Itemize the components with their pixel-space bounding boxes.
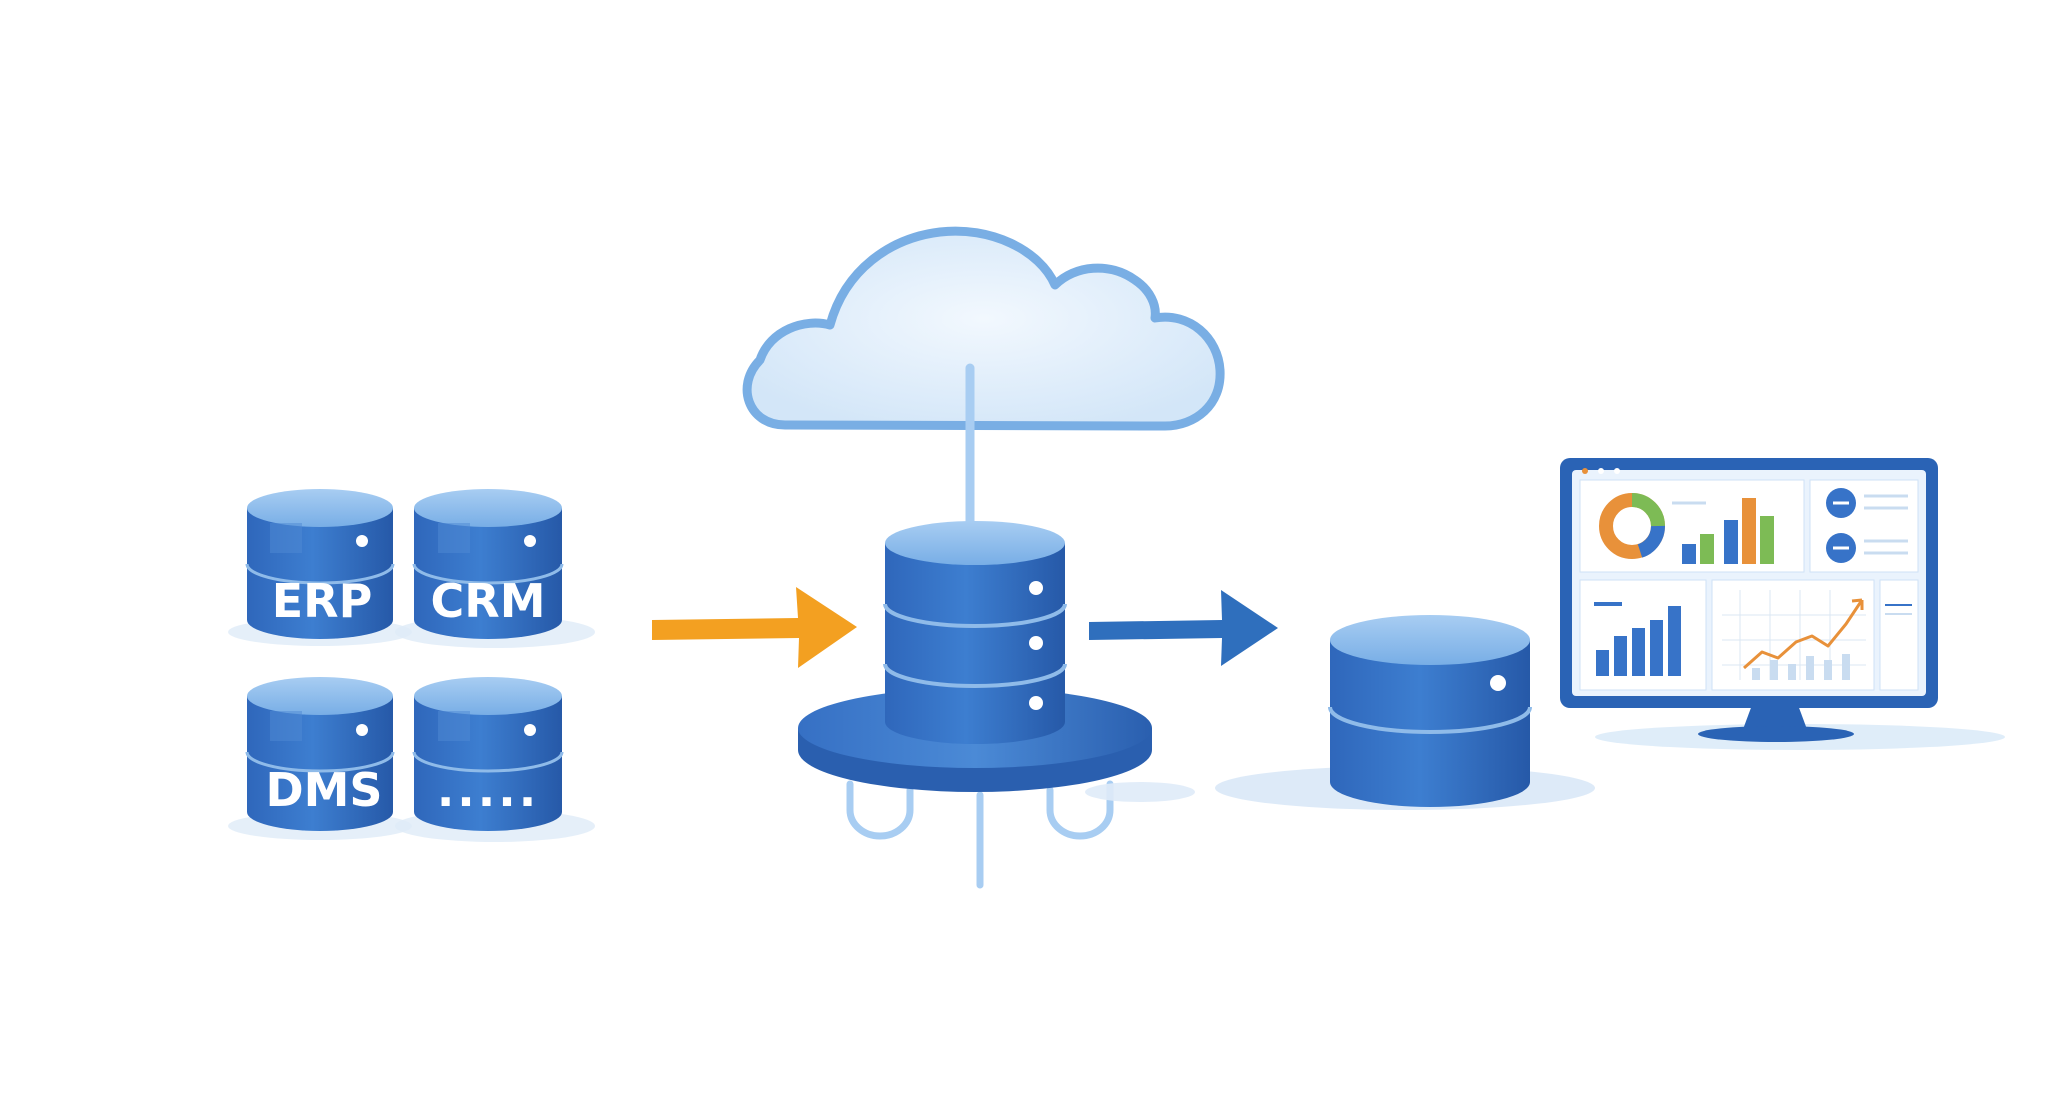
more-sources-label: ..... [437, 763, 539, 817]
erp-database-icon [245, 489, 395, 639]
dashboard-monitor-icon [1560, 458, 2005, 750]
crm-label: CRM [431, 574, 546, 628]
cloud-icon [742, 226, 1225, 533]
erp-label: ERP [272, 574, 373, 628]
dms-label: DMS [265, 763, 382, 817]
more-sources-database-icon [412, 677, 564, 831]
target-database-icon [1215, 615, 1595, 810]
dms-database-icon [245, 677, 395, 831]
output-arrow-icon [1089, 590, 1278, 666]
data-warehouse-server-stack-icon [798, 521, 1195, 889]
ingest-arrow-icon [652, 587, 857, 668]
source-databases: ERP CRM DMS ..... [228, 489, 595, 842]
crm-database-icon [412, 489, 564, 639]
